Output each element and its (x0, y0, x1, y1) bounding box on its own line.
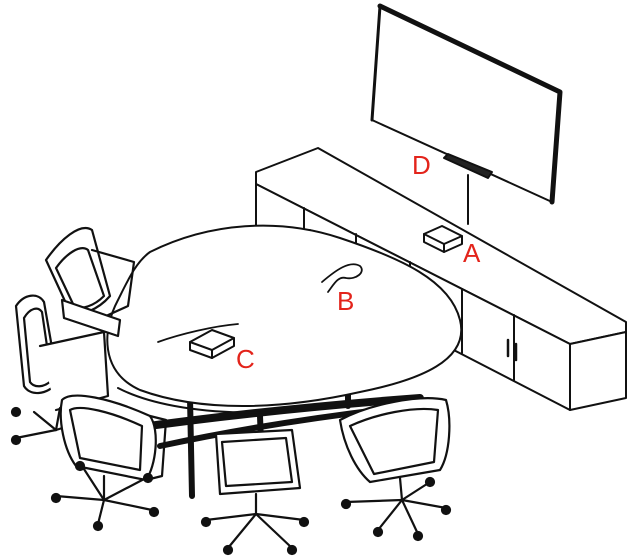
chair-front-left (52, 396, 166, 530)
label-c: C (236, 346, 255, 372)
label-b: B (337, 288, 354, 314)
wall-display (372, 6, 560, 202)
chair-front-center (202, 430, 308, 554)
label-d: D (412, 152, 431, 178)
label-a: A (463, 240, 480, 266)
chair-front-right (340, 398, 450, 540)
